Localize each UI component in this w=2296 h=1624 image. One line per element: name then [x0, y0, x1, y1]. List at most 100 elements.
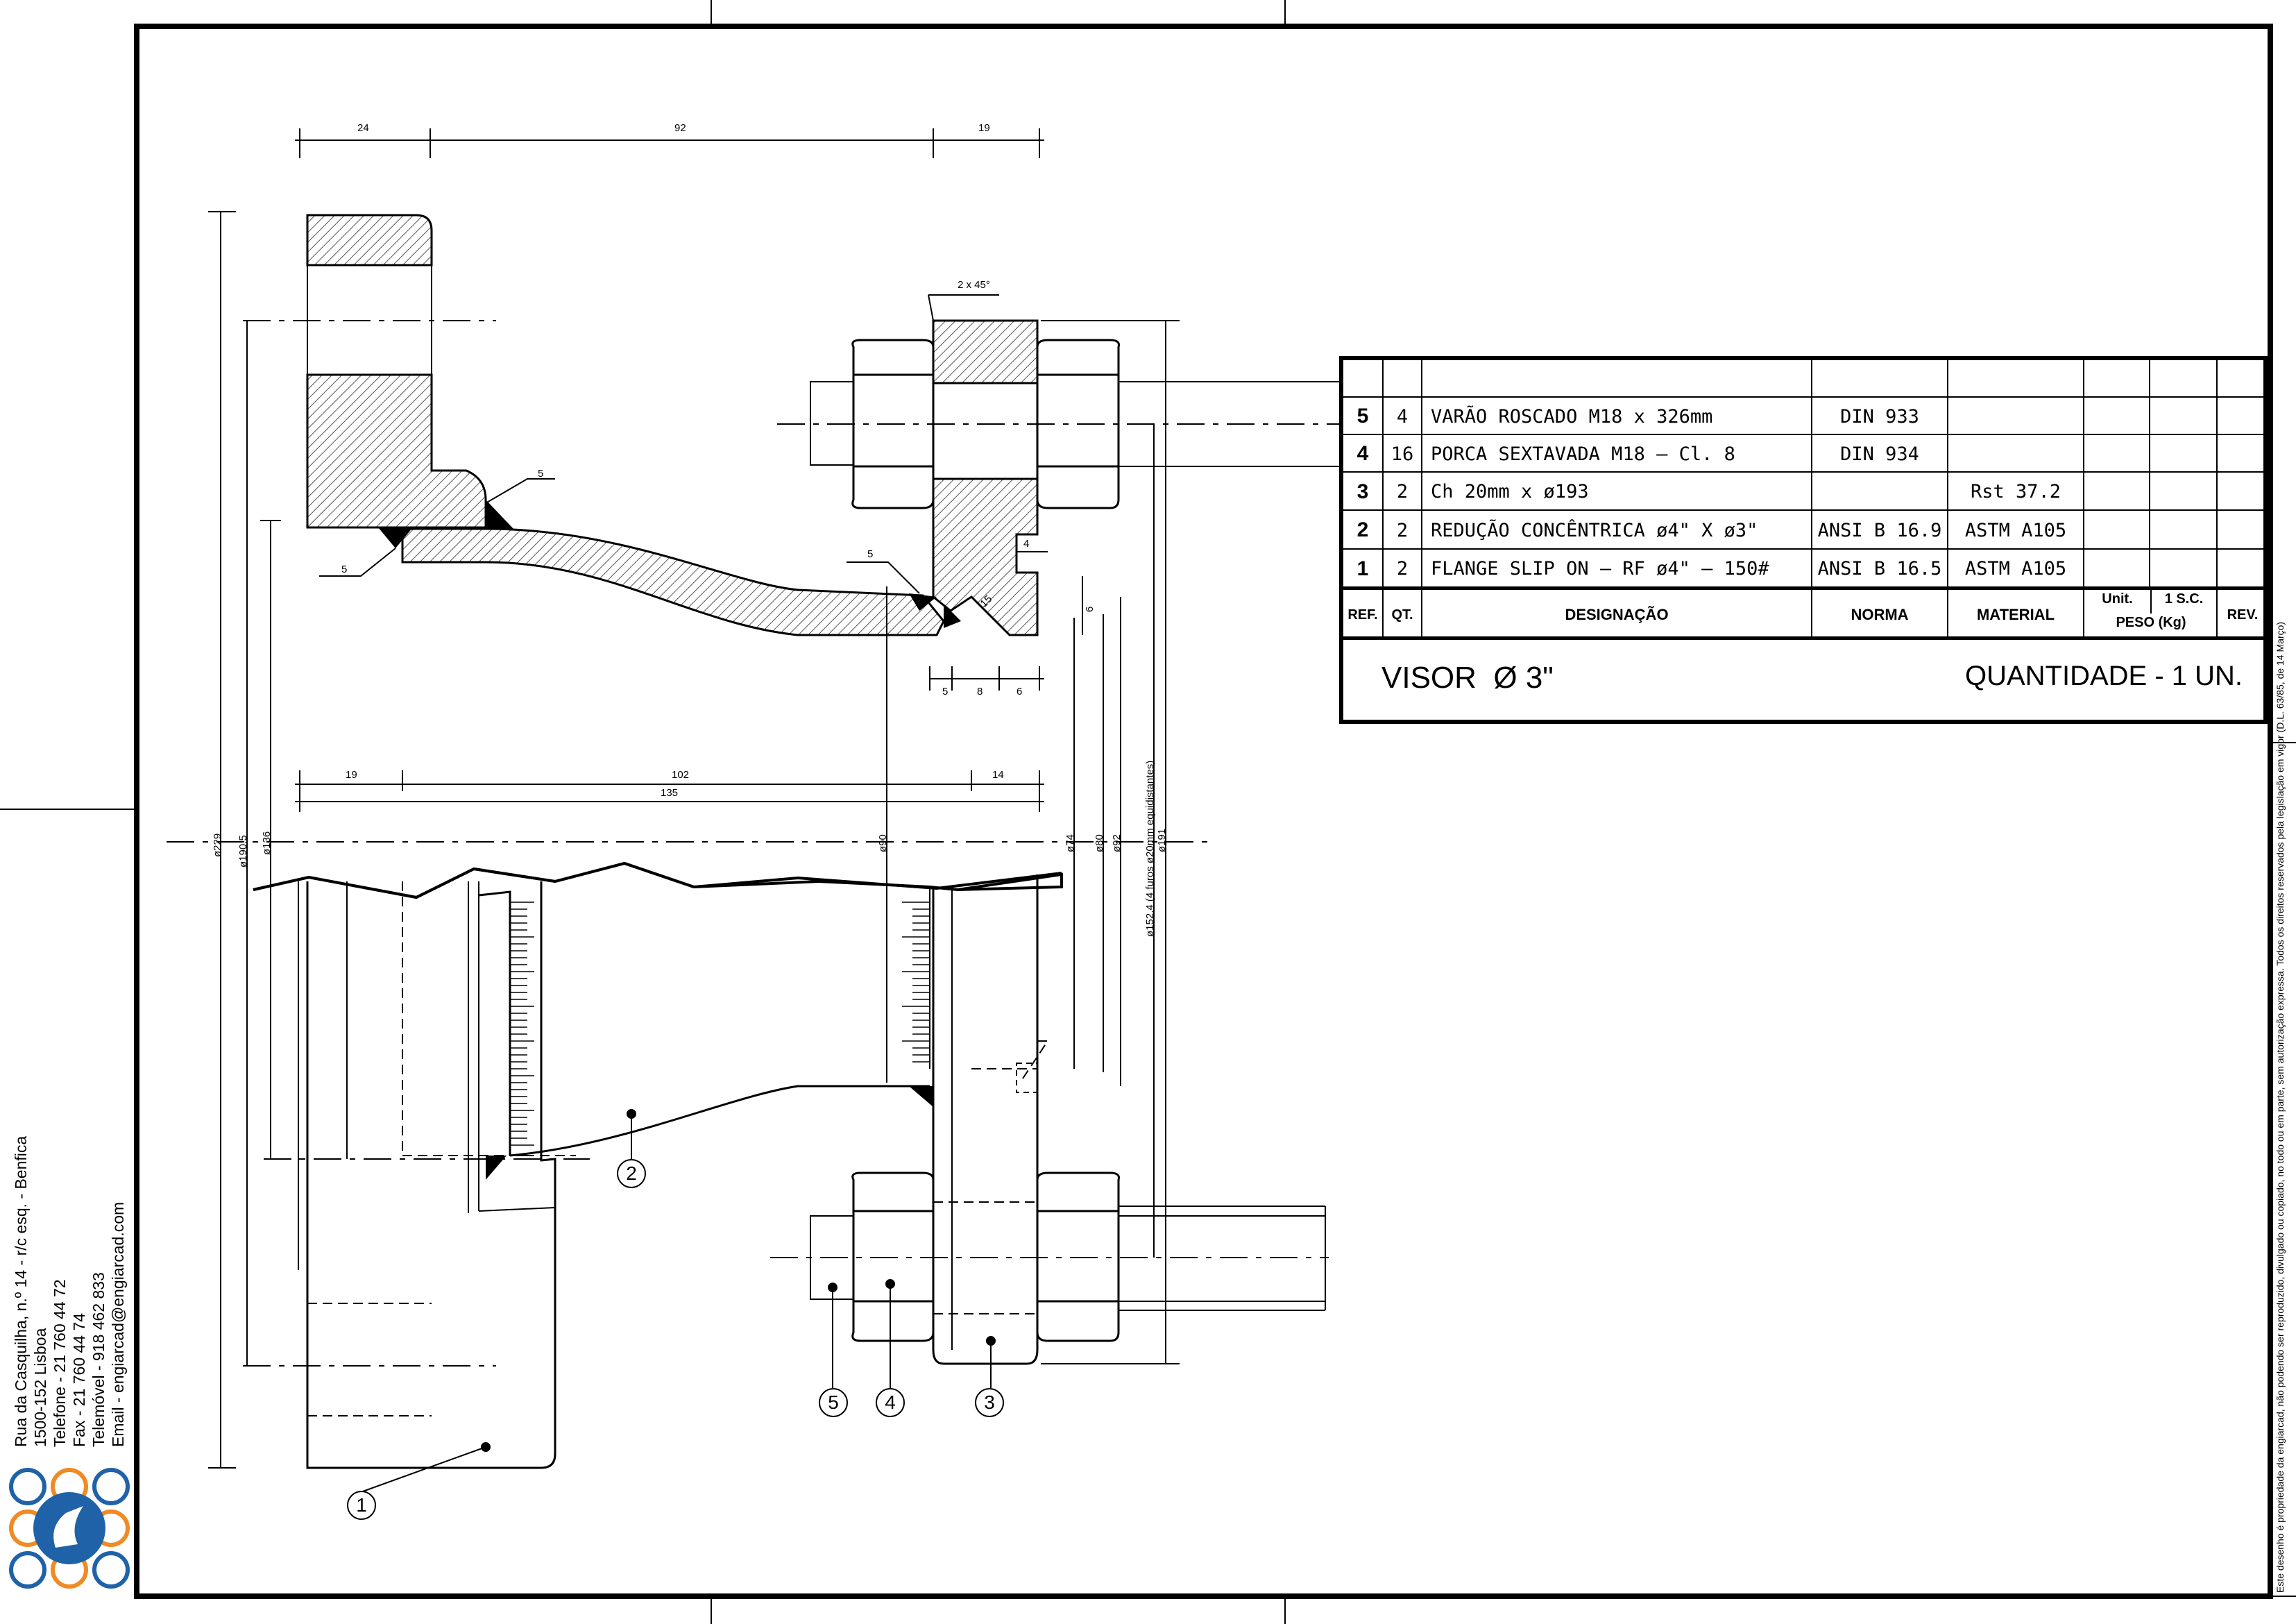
weld-label-3: 5 — [867, 548, 874, 560]
row-designation: FLANGE SLIP ON – RF ø4" – 150# — [1421, 550, 1811, 588]
table-row: 4 16 PORCA SEXTAVADA M18 – Cl. 8 DIN 934 — [1343, 434, 2263, 473]
row-material: Rst 37.2 — [1947, 473, 2083, 511]
table-row: 5 4 VARÃO ROSCADO M18 x 326mm DIN 933 — [1343, 396, 2263, 435]
plate-lower-view — [932, 874, 1039, 1365]
phone: Telefone - 21 760 44 72 — [51, 1279, 69, 1447]
row-material: ASTM A105 — [1947, 550, 2083, 588]
header-norm: NORMA — [1811, 590, 1947, 640]
flange-hub-section — [306, 214, 433, 267]
reducer-ruler — [509, 902, 534, 1152]
header-ref: REF. — [1347, 607, 1378, 623]
row-qty: 4 — [1382, 398, 1421, 435]
callout-part-1: 1 — [347, 1491, 376, 1520]
mobile: Telemóvel - 918 462 833 — [90, 1272, 108, 1447]
parts-list-table: 5 4 VARÃO ROSCADO M18 x 326mm DIN 933 4 … — [1339, 356, 2268, 724]
row-material — [1947, 398, 2083, 435]
row-material: ASTM A105 — [1947, 511, 2083, 550]
dim-dia-90: ø90 — [877, 834, 889, 852]
dim-4: 4 — [1023, 538, 1030, 550]
row-qty: 2 — [1382, 511, 1421, 550]
row-designation: PORCA SEXTAVADA M18 – Cl. 8 — [1421, 435, 1811, 473]
dim-6: 6 — [1084, 606, 1096, 612]
dim-135: 135 — [661, 787, 679, 799]
row-designation: Ch 20mm x ø193 — [1421, 473, 1811, 511]
outer-frame — [134, 24, 2273, 1599]
nut-lower-left — [851, 1172, 935, 1342]
quantity-label: QUANTIDADE - 1 UN. — [1964, 661, 2243, 691]
row-ref: 2 — [1357, 518, 1369, 541]
row-ref: 3 — [1357, 480, 1369, 503]
address-line-1: Rua da Casquilha, n.º 14 - r/c esq. - Be… — [12, 1135, 30, 1447]
dim-dia-229: ø229 — [212, 833, 223, 857]
email: Email - engiarcad@engiarcad.com — [109, 1201, 127, 1447]
nut-upper-right — [1036, 339, 1120, 509]
drawing-title: VISOR Ø 3" — [1381, 661, 1554, 695]
weld-label-1: 5 — [538, 468, 544, 480]
row-norm: ANSI B 16.9 — [1811, 511, 1947, 550]
row-material — [1947, 435, 2083, 473]
dim-dia-80: ø80 — [1094, 834, 1105, 852]
dim-5: 5 — [942, 686, 949, 697]
fax: Fax - 21 760 44 74 — [70, 1312, 88, 1447]
dim-19: 19 — [346, 769, 357, 781]
dim-19-top: 19 — [978, 122, 990, 134]
title-block: VISOR Ø 3" QUANTIDADE - 1 UN. — [1343, 636, 2263, 723]
chamfer-label: 2 x 45° — [958, 279, 990, 291]
flange-body-section — [306, 373, 487, 529]
dim-6b: 6 — [1017, 686, 1023, 697]
header-rev: REV. — [2216, 590, 2268, 640]
callout-part-3: 3 — [975, 1388, 1004, 1417]
callout-part-5: 5 — [819, 1388, 848, 1417]
table-row: 1 2 FLANGE SLIP ON – RF ø4" – 150# ANSI … — [1343, 548, 2263, 588]
address-line-2: 1500-152 Lisboa — [31, 1328, 49, 1447]
plate-lower — [932, 477, 1039, 636]
header-material: MATERIAL — [1947, 590, 2083, 640]
table-row — [1343, 360, 2263, 396]
dim-dia-92: ø92 — [1111, 834, 1123, 852]
header-designation: DESIGNAÇÃO — [1421, 590, 1811, 640]
callout-part-2: 2 — [617, 1159, 646, 1188]
nut-upper-left — [851, 339, 935, 509]
dim-8: 8 — [977, 686, 983, 697]
row-norm — [1811, 473, 1947, 511]
dim-dia-190: ø190.5 — [237, 835, 249, 868]
dim-dia-191: ø191 — [1156, 828, 1168, 852]
copyright-notice: Este desenho é propriedade da engiarcad,… — [2274, 621, 2286, 1593]
flange-lower-view — [306, 881, 556, 1469]
header-qty: QT. — [1382, 590, 1421, 640]
dim-92: 92 — [674, 122, 686, 134]
table-row: 3 2 Ch 20mm x ø193 Rst 37.2 — [1343, 471, 2263, 511]
dim-14: 14 — [992, 769, 1004, 781]
row-qty: 16 — [1382, 435, 1421, 473]
dim-102: 102 — [672, 769, 690, 781]
header-sc: 1 S.C. — [2164, 591, 2204, 607]
row-norm: ANSI B 16.5 — [1811, 550, 1947, 588]
header-weight-group: Unit. 1 S.C. PESO (Kg) — [2083, 590, 2216, 640]
dim-dia-74: ø74 — [1064, 834, 1076, 852]
row-qty: 2 — [1382, 550, 1421, 588]
dim-dia-136: ø136 — [261, 831, 273, 855]
header-unit: Unit. — [2102, 591, 2133, 607]
row-designation: REDUÇÃO CONCÊNTRICA ø4" X ø3" — [1421, 511, 1811, 550]
weld-label-2: 5 — [341, 564, 348, 575]
plate-upper — [932, 319, 1039, 384]
nut-lower-right — [1036, 1172, 1120, 1342]
row-designation: VARÃO ROSCADO M18 x 326mm — [1421, 398, 1811, 435]
callout-part-4: 4 — [876, 1388, 905, 1417]
company-info: Rua da Casquilha, n.º 14 - r/c esq. - Be… — [11, 1135, 128, 1447]
row-ref: 5 — [1357, 405, 1369, 428]
dim-24: 24 — [357, 122, 369, 134]
row-norm: DIN 933 — [1811, 398, 1947, 435]
row-ref: 4 — [1357, 442, 1369, 465]
company-logo — [9, 1468, 130, 1589]
reducer-section — [401, 527, 945, 636]
row-qty: 2 — [1382, 473, 1421, 511]
row-norm: DIN 934 — [1811, 435, 1947, 473]
row-ref: 1 — [1357, 557, 1369, 580]
header-weight: PESO (Kg) — [2116, 615, 2186, 630]
table-header: REF. QT. DESIGNAÇÃO NORMA MATERIAL Unit.… — [1343, 586, 2263, 640]
table-row: 2 2 REDUÇÃO CONCÊNTRICA ø4" X ø3" ANSI B… — [1343, 509, 2263, 550]
dim-pcd: ø152.4 (4 furos ø20mm equidistantes) — [1144, 760, 1156, 937]
